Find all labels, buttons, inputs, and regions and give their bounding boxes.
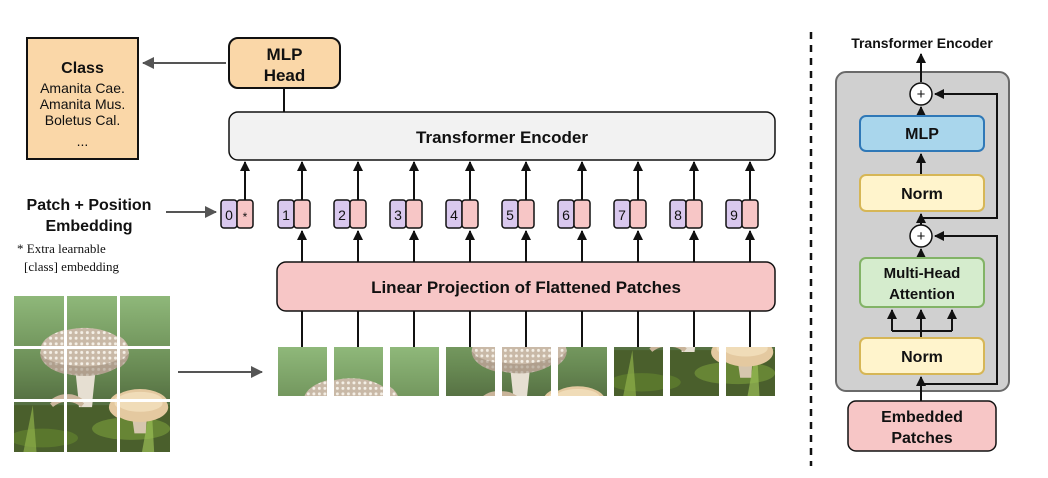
class-item: Boletus Cal. <box>45 112 120 128</box>
residual-connection <box>921 231 998 385</box>
patch-token: 6 <box>557 161 591 262</box>
patch-embedding-label: Patch + Position <box>27 197 152 214</box>
transformer-encoder-box: Transformer Encoder <box>228 111 776 161</box>
encoder-mlp-box: MLP <box>859 115 985 152</box>
position-index: 3 <box>394 207 402 223</box>
input-image-grid <box>9 296 170 452</box>
patch-token: 4 <box>445 161 479 262</box>
class-item: Amanita Mus. <box>40 96 126 112</box>
mlp-head-box: MLP Head <box>228 37 341 89</box>
class-item: Amanita Cae. <box>40 80 125 96</box>
patch-token: 7 <box>613 161 647 262</box>
patch-embedding-label: Embedding <box>45 218 132 235</box>
position-index: 1 <box>282 207 290 223</box>
patch-token: 8 <box>669 161 703 262</box>
encoder-mlp-label: MLP <box>905 126 939 143</box>
residual-add-icon: + <box>909 82 933 106</box>
patch-token: 3 <box>389 161 423 262</box>
encoder-norm-top-box: Norm <box>859 174 985 212</box>
position-index: 7 <box>618 207 626 223</box>
encoder-attention-box: Multi-Head Attention <box>859 257 985 308</box>
encoder-norm-bottom-box: Norm <box>859 337 985 375</box>
embedded-patches-label: Embedded <box>881 409 963 426</box>
encoder-norm-label: Norm <box>901 349 943 366</box>
flattened-patches-row <box>273 311 775 473</box>
footnote-text: [class] embedding <box>24 259 119 274</box>
residual-add-icon: + <box>909 224 933 248</box>
patch-token: 9 <box>725 161 759 262</box>
linear-projection-box: Linear Projection of Flattened Patches <box>276 261 776 312</box>
residual-connection <box>921 89 998 219</box>
position-index: 9 <box>730 207 738 223</box>
position-index: 0 <box>225 207 233 223</box>
encoder-attention-label: Multi-Head <box>884 265 961 282</box>
class-title: Class <box>61 60 104 77</box>
encoder-attention-label: Attention <box>889 286 955 303</box>
position-index: 6 <box>562 207 570 223</box>
encoder-detail-title: Transformer Encoder <box>851 35 993 51</box>
mlp-head-label: MLP <box>267 45 303 64</box>
patch-token: 2 <box>333 161 367 262</box>
mlp-head-label: Head <box>264 66 306 85</box>
plus-symbol: + <box>917 228 926 245</box>
footnote-text: * Extra learnable <box>17 241 106 256</box>
embedded-patches-label: Patches <box>891 430 952 447</box>
embedded-patches-box: Embedded Patches <box>847 400 997 452</box>
patch-token: 1 <box>277 161 311 262</box>
class-item: ... <box>77 133 89 149</box>
position-index: 2 <box>338 207 346 223</box>
encoder-norm-label: Norm <box>901 186 943 203</box>
class-token-marker: * <box>243 210 248 224</box>
class-token: 0 * <box>220 161 254 229</box>
class-output-box: Class Amanita Cae. Amanita Mus. Boletus … <box>26 37 139 160</box>
patch-token: 5 <box>501 161 535 262</box>
plus-symbol: + <box>917 86 926 103</box>
position-index: 5 <box>506 207 514 223</box>
position-index: 8 <box>674 207 682 223</box>
transformer-encoder-label: Transformer Encoder <box>416 128 588 147</box>
linear-projection-label: Linear Projection of Flattened Patches <box>371 278 681 297</box>
position-index: 4 <box>450 207 458 223</box>
